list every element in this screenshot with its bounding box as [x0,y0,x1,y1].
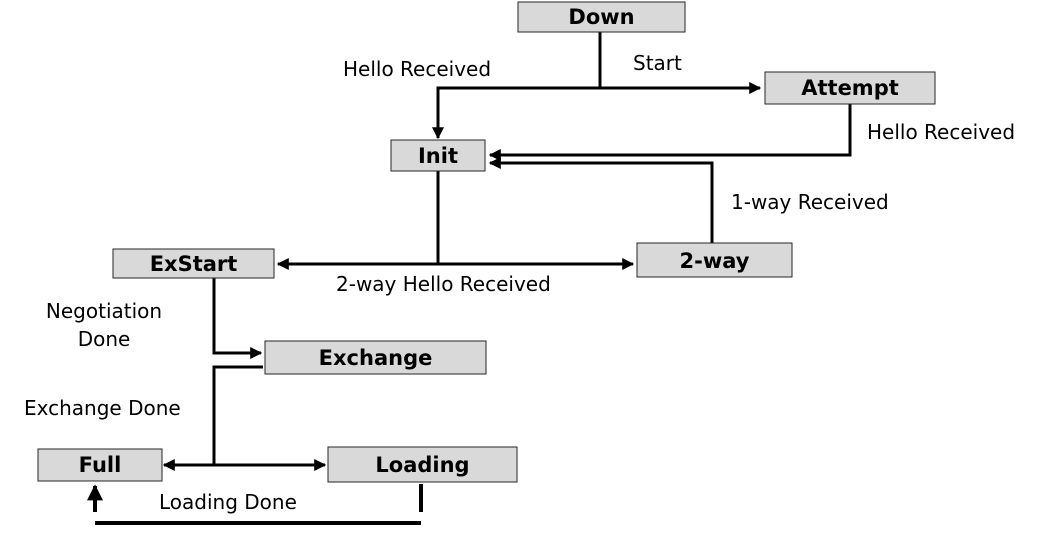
label-down-to-init: Hello Received [343,57,491,81]
label-exstart-to-exchange-line1: Negotiation [46,299,162,323]
state-two-way: 2-way [636,242,793,278]
state-init-label: Init [418,144,458,168]
state-attempt: Attempt [764,71,936,105]
edge-loading-to-full [87,484,423,525]
label-attempt-to-init: Hello Received [867,120,1015,144]
state-loading: Loading [327,446,518,483]
state-init: Init [390,139,486,172]
label-init-to-two-way: 2-way Hello Received [336,272,551,296]
state-exstart: ExStart [112,248,275,279]
state-down-label: Down [568,5,634,29]
state-full-label: Full [79,453,122,477]
edge-two-way-to-init [488,157,714,243]
state-exstart-label: ExStart [150,252,238,276]
label-exstart-to-exchange-line2: Done [78,327,131,351]
edge-exchange-to-full-and-loading [162,365,327,471]
label-down-to-attempt: Start [633,51,682,75]
state-full: Full [37,448,163,482]
edge-attempt-to-init [488,104,852,161]
label-loading-to-full: Loading Done [159,490,297,514]
label-exchange-to-loading: Exchange Done [24,396,181,420]
label-two-way-to-init: 1-way Received [731,190,889,214]
state-exchange: Exchange [264,340,487,375]
state-exchange-label: Exchange [319,346,433,370]
state-loading-label: Loading [375,453,469,477]
edge-init-to-exstart-and-two-way [276,171,635,270]
edge-exstart-to-exchange [212,278,263,359]
state-two-way-label: 2-way [680,249,750,273]
edge-down-branches [432,32,762,140]
state-down: Down [517,1,686,33]
state-attempt-label: Attempt [801,76,899,100]
